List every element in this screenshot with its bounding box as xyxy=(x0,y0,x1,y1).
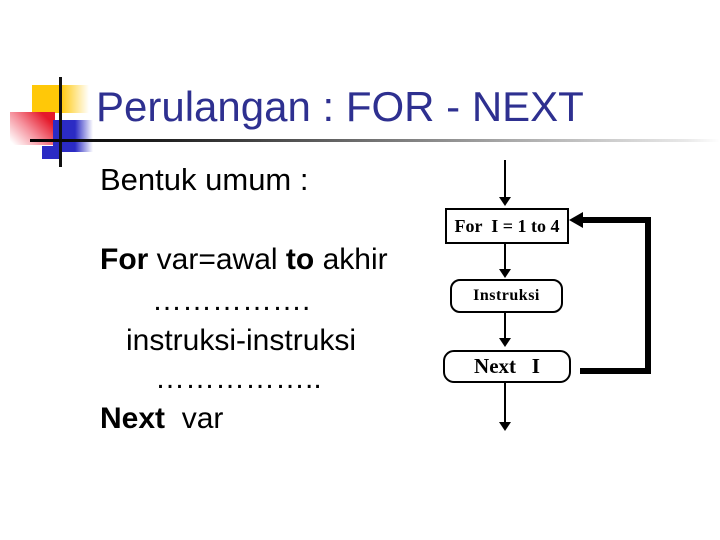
slide-title: Perulangan : FOR - NEXT xyxy=(96,83,584,130)
for-variables: var=awal xyxy=(148,243,286,276)
subtitle: Bentuk umum : xyxy=(100,162,309,197)
arrow-down-icon xyxy=(499,422,511,431)
flowchart-box-instruksi: Instruksi xyxy=(450,279,563,313)
flow-arrow-line xyxy=(504,313,506,339)
flowchart-box-next: Next I xyxy=(443,350,571,383)
loop-line-top xyxy=(583,217,651,223)
flow-arrow-line xyxy=(504,244,506,270)
to-operand: akhir xyxy=(314,243,388,276)
arrow-left-icon xyxy=(569,212,583,228)
for-keyword: For xyxy=(100,243,149,276)
loop-line-vertical xyxy=(645,217,651,374)
arrow-down-icon xyxy=(499,338,511,347)
next-variable: var xyxy=(165,402,224,435)
arrow-down-icon xyxy=(499,269,511,278)
code-line-dots: ……………. xyxy=(152,284,311,317)
flow-arrow-line-entry xyxy=(504,160,506,198)
to-keyword: to xyxy=(285,243,315,276)
flowchart-box-for-label: For I = 1 to 4 xyxy=(454,215,560,236)
loop-line-bottom xyxy=(580,368,651,374)
code-line-dots: …………….. xyxy=(155,362,322,395)
flow-arrow-line-exit xyxy=(504,383,506,422)
flowchart-box-instruksi-label: Instruksi xyxy=(473,287,540,304)
arrow-down-icon xyxy=(499,197,511,206)
decor-blue-square-small xyxy=(42,146,62,159)
decor-vertical-line xyxy=(59,77,62,167)
next-keyword: Next xyxy=(100,402,166,435)
title-underline-rule xyxy=(30,139,720,142)
flowchart-box-for: For I = 1 to 4 xyxy=(445,208,569,244)
code-line-instructions: instruksi-instruksi xyxy=(126,324,357,357)
flowchart-box-next-label: Next I xyxy=(474,354,540,378)
code-line-for: For var=awal to akhir xyxy=(100,243,388,276)
code-line-next: Next var xyxy=(100,402,223,435)
